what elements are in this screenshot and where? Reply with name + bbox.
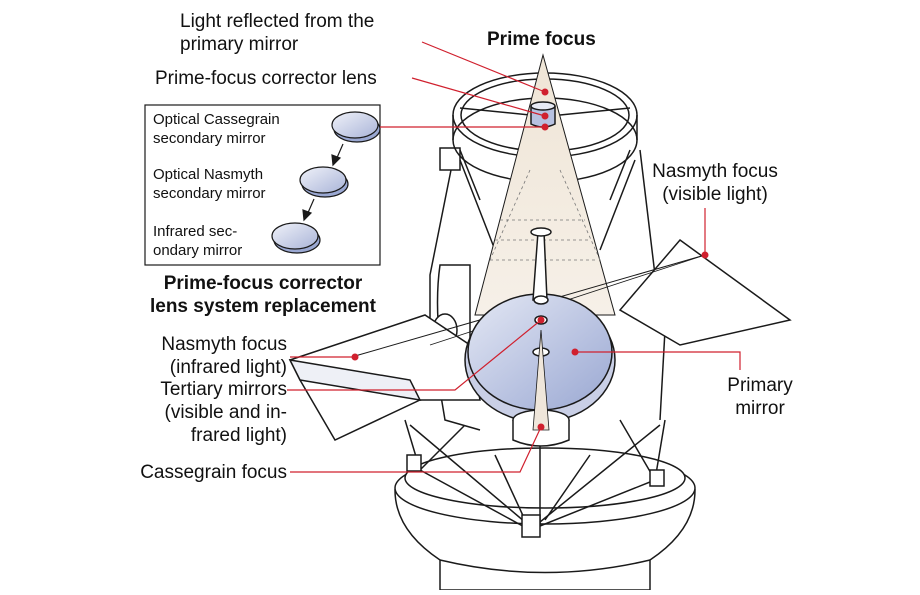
tertiary-line2: (visible and in- (164, 402, 288, 423)
inset-cassegrain-label: Optical Cassegrain secondary mirror (153, 110, 280, 148)
tertiary-line1: Tertiary mirrors (160, 379, 287, 400)
light-reflected-label: Light reflected from the primary mirror (180, 10, 374, 56)
prime-focus-corrector-lens-label: Prime-focus corrector lens (155, 68, 377, 89)
tertiary-line3: frared light) (190, 425, 287, 446)
telescope-base (394, 447, 696, 591)
prime-focus-label: Prime focus (487, 29, 596, 50)
primary-mirror-line1: Primary (727, 375, 793, 396)
inset-nasmyth-line1: Optical Nasmyth (153, 166, 264, 183)
inset-nasmyth-line2: secondary mirror (153, 185, 266, 202)
leader-lines (287, 41, 741, 473)
nasmyth-infrared-line1: Nasmyth focus (161, 334, 287, 355)
inset-infrared-line1: Infrared sec- (153, 223, 238, 240)
primary-mirror-line2: mirror (735, 398, 785, 419)
nasmyth-visible-line2: (visible light) (662, 184, 768, 205)
cassegrain-focus-label: Cassegrain focus (140, 462, 287, 483)
lower-truss (404, 419, 666, 538)
inset-caption: Prime-focus corrector lens system replac… (144, 272, 382, 318)
inset-mirrors (271, 111, 381, 254)
inset-nasmyth-label: Optical Nasmyth secondary mirror (153, 165, 266, 203)
primary-mirror-label: Primary mirror (710, 374, 810, 420)
nasmyth-platforms (288, 238, 792, 441)
inset-cassegrain-line2: secondary mirror (153, 130, 266, 147)
nasmyth-infrared-label: Nasmyth focus (infrared light) (110, 333, 287, 379)
inset-infrared-label: Infrared sec- ondary mirror (153, 222, 242, 260)
inset-cassegrain-line1: Optical Cassegrain (153, 111, 280, 128)
inset-arrows (302, 143, 344, 222)
nasmyth-visible-label: Nasmyth focus (visible light) (640, 160, 790, 206)
inset-caption-line1: Prime-focus corrector (163, 273, 363, 294)
inset-caption-line2: lens system replacement (149, 296, 376, 317)
nasmyth-visible-line1: Nasmyth focus (652, 161, 778, 182)
light-reflected-line2: primary mirror (180, 34, 299, 55)
light-reflected-line1: Light reflected from the (180, 11, 375, 32)
leader-dots (351, 88, 709, 431)
tertiary-mirrors-label: Tertiary mirrors (visible and in- frared… (110, 378, 287, 447)
inset-infrared-line2: ondary mirror (153, 242, 243, 259)
nasmyth-infrared-line2: (infrared light) (169, 357, 287, 378)
